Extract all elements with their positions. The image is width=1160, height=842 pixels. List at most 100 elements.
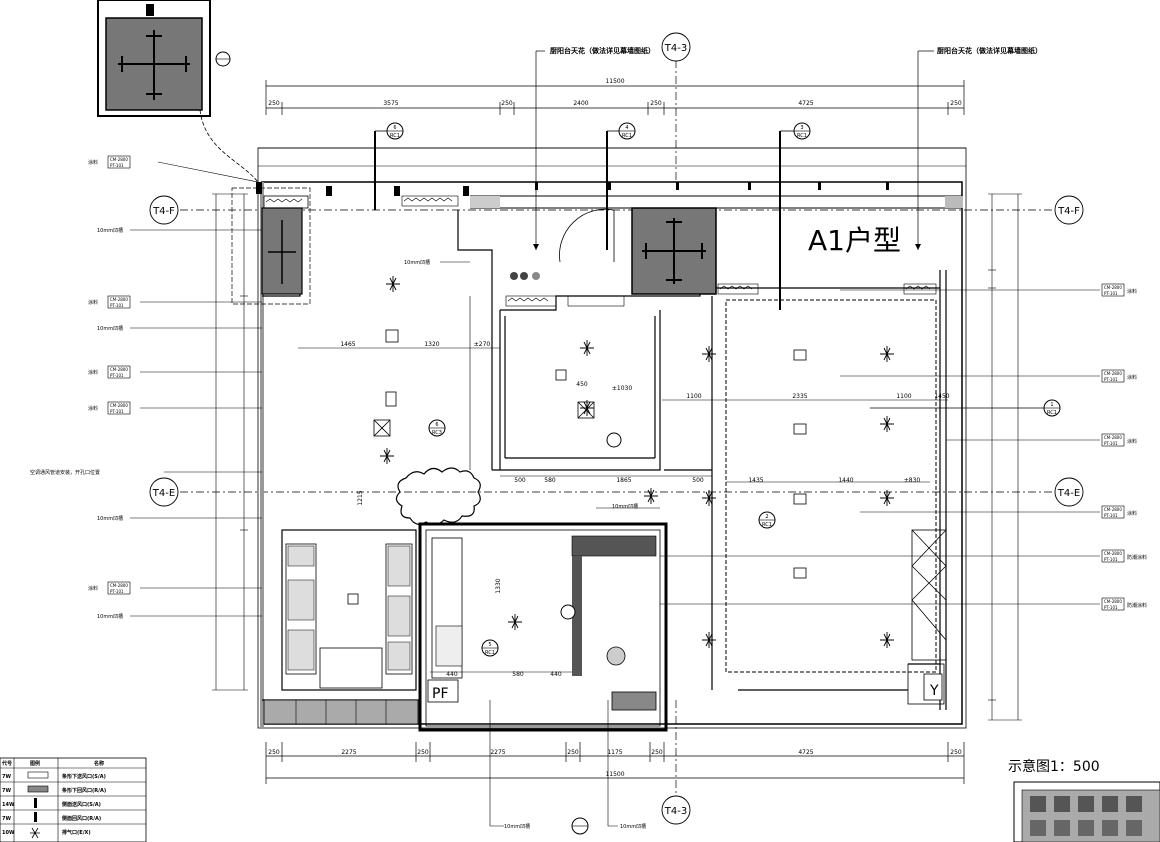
svg-text:1100: 1100 (896, 393, 911, 400)
svg-text:1215: 1215 (357, 490, 364, 505)
svg-text:侧面送风口(S/A): 侧面送风口(S/A) (62, 801, 101, 808)
room-label-pf: PF (432, 686, 449, 702)
svg-text:6: 6 (393, 125, 396, 131)
svg-text:侧面回风口(R/A): 侧面回风口(R/A) (62, 815, 101, 822)
bottom-dim-9: 250 (950, 749, 962, 756)
bottom-callouts: 10mm凹槽 10mm凹槽 (489, 700, 646, 835)
room-label-y: Y (929, 683, 939, 699)
minimap-label: 示意图1：500 (1008, 758, 1100, 775)
svg-text:10mm凹槽: 10mm凹槽 (620, 823, 646, 830)
revision-cloud (395, 467, 481, 526)
svg-text:10mm凹槽: 10mm凹槽 (404, 259, 430, 266)
left-callout-7: 空调通风管道安装，开孔口位置 (30, 469, 100, 476)
top-dim-6: 4725 (798, 100, 813, 107)
left-callout-9: 涂料 (88, 585, 98, 592)
interior-dim-lines (298, 347, 948, 673)
svg-text:±1030: ±1030 (612, 385, 632, 392)
svg-text:440: 440 (446, 671, 458, 678)
svg-text:PT-101: PT-101 (110, 163, 124, 168)
bottom-dim-6: 1175 (607, 749, 622, 756)
svg-text:10mm凹槽: 10mm凹槽 (612, 503, 638, 510)
bottom-dim-1: 250 (268, 749, 280, 756)
svg-text:±830: ±830 (904, 477, 921, 484)
svg-text:7W: 7W (2, 816, 11, 822)
svg-text:RC1: RC1 (762, 522, 772, 528)
svg-text:450: 450 (576, 381, 588, 388)
right-callout-3: 涂料 (1127, 438, 1137, 445)
svg-text:名称: 名称 (94, 760, 104, 767)
svg-text:1100: 1100 (686, 393, 701, 400)
svg-text:PT-101: PT-101 (1104, 557, 1118, 562)
svg-text:1440: 1440 (838, 477, 853, 484)
legend-table: 代号 图例 名称 7W 条形下送风口(S/A) 7W 条形下回风口(R/A) 1… (0, 757, 147, 842)
axis-bubble-top: T4-3 (661, 32, 691, 180)
svg-text:CM-2800: CM-2800 (110, 403, 128, 408)
svg-text:10mm凹槽: 10mm凹槽 (504, 823, 530, 830)
svg-text:PT-101: PT-101 (110, 409, 124, 414)
svg-text:1330: 1330 (495, 578, 502, 593)
axis-label-left-f: T4-F (152, 206, 175, 217)
ceiling-note-right: 厨阳台天花（做法详见幕墙图纸） (915, 46, 1042, 250)
svg-text:1465: 1465 (340, 341, 355, 348)
svg-text:CM-2800: CM-2800 (110, 367, 128, 372)
left-callout-8: 10mm凹槽 (97, 515, 123, 522)
bottom-dimension-chain (265, 742, 965, 784)
svg-text:代号: 代号 (1, 760, 12, 767)
svg-text:RC1: RC1 (485, 650, 495, 656)
section-bubble-3: 3 RC1 (779, 122, 811, 310)
svg-text:PT-101: PT-101 (1104, 291, 1118, 296)
left-callout-10: 10mm凹槽 (97, 613, 123, 620)
left-callout-lines (130, 161, 262, 617)
right-vertical-dims (988, 193, 1022, 721)
left-callout-6: 涂料 (88, 405, 98, 412)
svg-text:580: 580 (512, 671, 524, 678)
bottom-dim-3: 250 (417, 749, 429, 756)
svg-text:1435: 1435 (748, 477, 763, 484)
svg-text:PT-101: PT-101 (110, 589, 124, 594)
svg-text:6: 6 (435, 422, 438, 428)
axis-bubble-bottom: T4-3 (661, 700, 691, 825)
svg-text:条形下回风口(R/A): 条形下回风口(R/A) (62, 787, 106, 794)
interior-partitions (262, 210, 947, 732)
svg-text:5: 5 (488, 642, 491, 648)
top-dimension-chain (265, 80, 965, 115)
top-dim-4: 2400 (573, 100, 588, 107)
svg-text:2: 2 (765, 514, 768, 520)
svg-text:14W: 14W (2, 802, 15, 808)
svg-text:PT-101: PT-101 (110, 303, 124, 308)
right-callout-2: 涂料 (1127, 374, 1137, 381)
right-callout-4: 涂料 (1127, 510, 1137, 517)
corner-hatch (945, 196, 963, 208)
right-callout-5: 防潮涂料 (1127, 554, 1147, 561)
svg-text:PT-101: PT-101 (1104, 513, 1118, 518)
svg-text:RC3: RC3 (432, 430, 442, 436)
svg-text:RC1: RC1 (797, 133, 807, 139)
svg-text:CM-2800: CM-2800 (110, 157, 128, 162)
left-callout-3: 涂料 (88, 299, 98, 306)
top-overall-dim: 11500 (605, 78, 624, 85)
right-callouts: 涂料 涂料 涂料 涂料 防潮涂料 防潮涂料 (1127, 288, 1147, 609)
svg-text:±270: ±270 (474, 341, 491, 348)
svg-text:PT-101: PT-101 (110, 373, 124, 378)
svg-text:RC1: RC1 (622, 133, 632, 139)
axis-line-e: T4-E T4-E (149, 477, 1084, 507)
svg-text:2335: 2335 (792, 393, 807, 400)
svg-text:CM-2800: CM-2800 (1104, 435, 1122, 440)
svg-text:图例: 图例 (30, 760, 40, 767)
section-bubble-6: 6 RC1 (374, 122, 404, 210)
axis-label-top: T4-3 (664, 43, 687, 54)
svg-text:440: 440 (550, 671, 562, 678)
unit-title: A1户型 (808, 224, 901, 257)
svg-text:4: 4 (625, 125, 628, 131)
axis-label-right-f: T4-F (1057, 206, 1080, 217)
top-dim-3: 250 (501, 100, 513, 107)
axis-label-right-e: T4-E (1057, 488, 1080, 499)
section-bubble-4: 4 RC1 (606, 122, 636, 250)
top-dim-7: 250 (950, 100, 962, 107)
